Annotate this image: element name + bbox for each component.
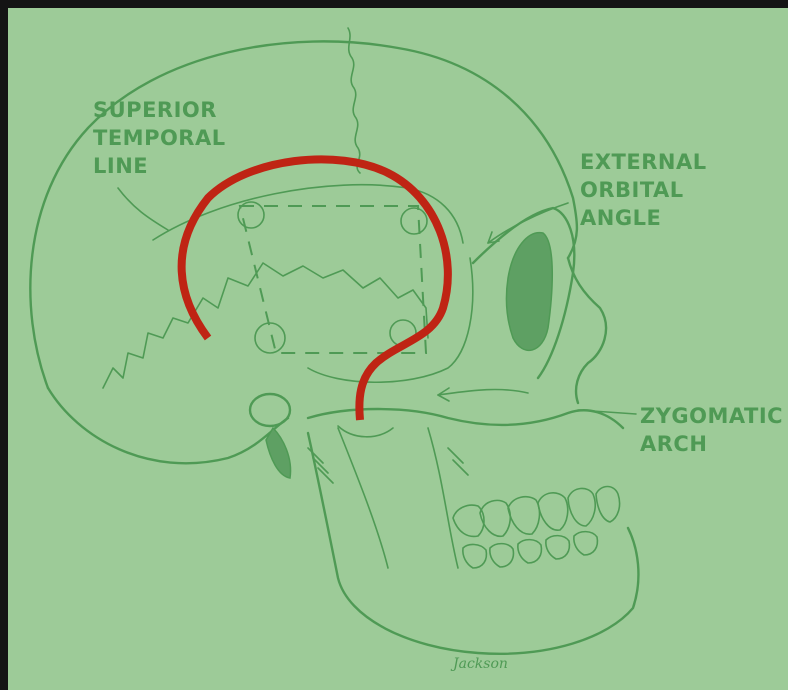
- nasal-outline: [568, 258, 606, 403]
- mastoid-process: [266, 428, 291, 478]
- mandible-ramus: [338, 428, 388, 568]
- upper-teeth: [453, 487, 620, 537]
- cranium-outline: [30, 41, 577, 388]
- label-line-2: ORBITAL: [580, 176, 707, 204]
- label-line-3: ANGLE: [580, 204, 707, 232]
- label-line-1: EXTERNAL: [580, 148, 707, 176]
- external-orbital-angle-label: EXTERNAL ORBITAL ANGLE: [580, 148, 707, 232]
- zygomatic-lower-edge: [338, 426, 393, 437]
- temporal-line-pointer: [118, 188, 168, 230]
- label-line-1: SUPERIOR: [93, 96, 226, 124]
- label-line-2: TEMPORAL: [93, 124, 226, 152]
- zygomatic-pointer: [438, 389, 528, 395]
- label-line-3: LINE: [93, 152, 226, 180]
- zygomatic-arch-label: ZYGOMATIC ARCH: [640, 402, 783, 458]
- illustration-plate: SUPERIOR TEMPORAL LINE EXTERNAL ORBITAL …: [8, 8, 788, 690]
- coronoid-process: [428, 428, 458, 568]
- lower-teeth: [463, 532, 598, 568]
- superior-temporal-line-label: SUPERIOR TEMPORAL LINE: [93, 96, 226, 180]
- artist-signature: Jackson: [453, 656, 508, 672]
- occipital-outline: [48, 388, 288, 463]
- squamosal-suture: [103, 263, 428, 388]
- shading-lines: [308, 448, 468, 483]
- zygomatic-arch: [308, 409, 623, 428]
- label-line-2: ARCH: [640, 430, 783, 458]
- burr-hole-2: [401, 208, 427, 234]
- label-line-1: ZYGOMATIC: [640, 402, 783, 430]
- incision-line: [182, 159, 448, 420]
- coronal-suture: [348, 28, 360, 173]
- mandible-outline: [308, 433, 638, 654]
- burr-hole-3: [255, 323, 285, 353]
- orbit: [506, 233, 552, 351]
- ear-canal: [250, 394, 290, 426]
- craniotomy-outline: [240, 206, 426, 353]
